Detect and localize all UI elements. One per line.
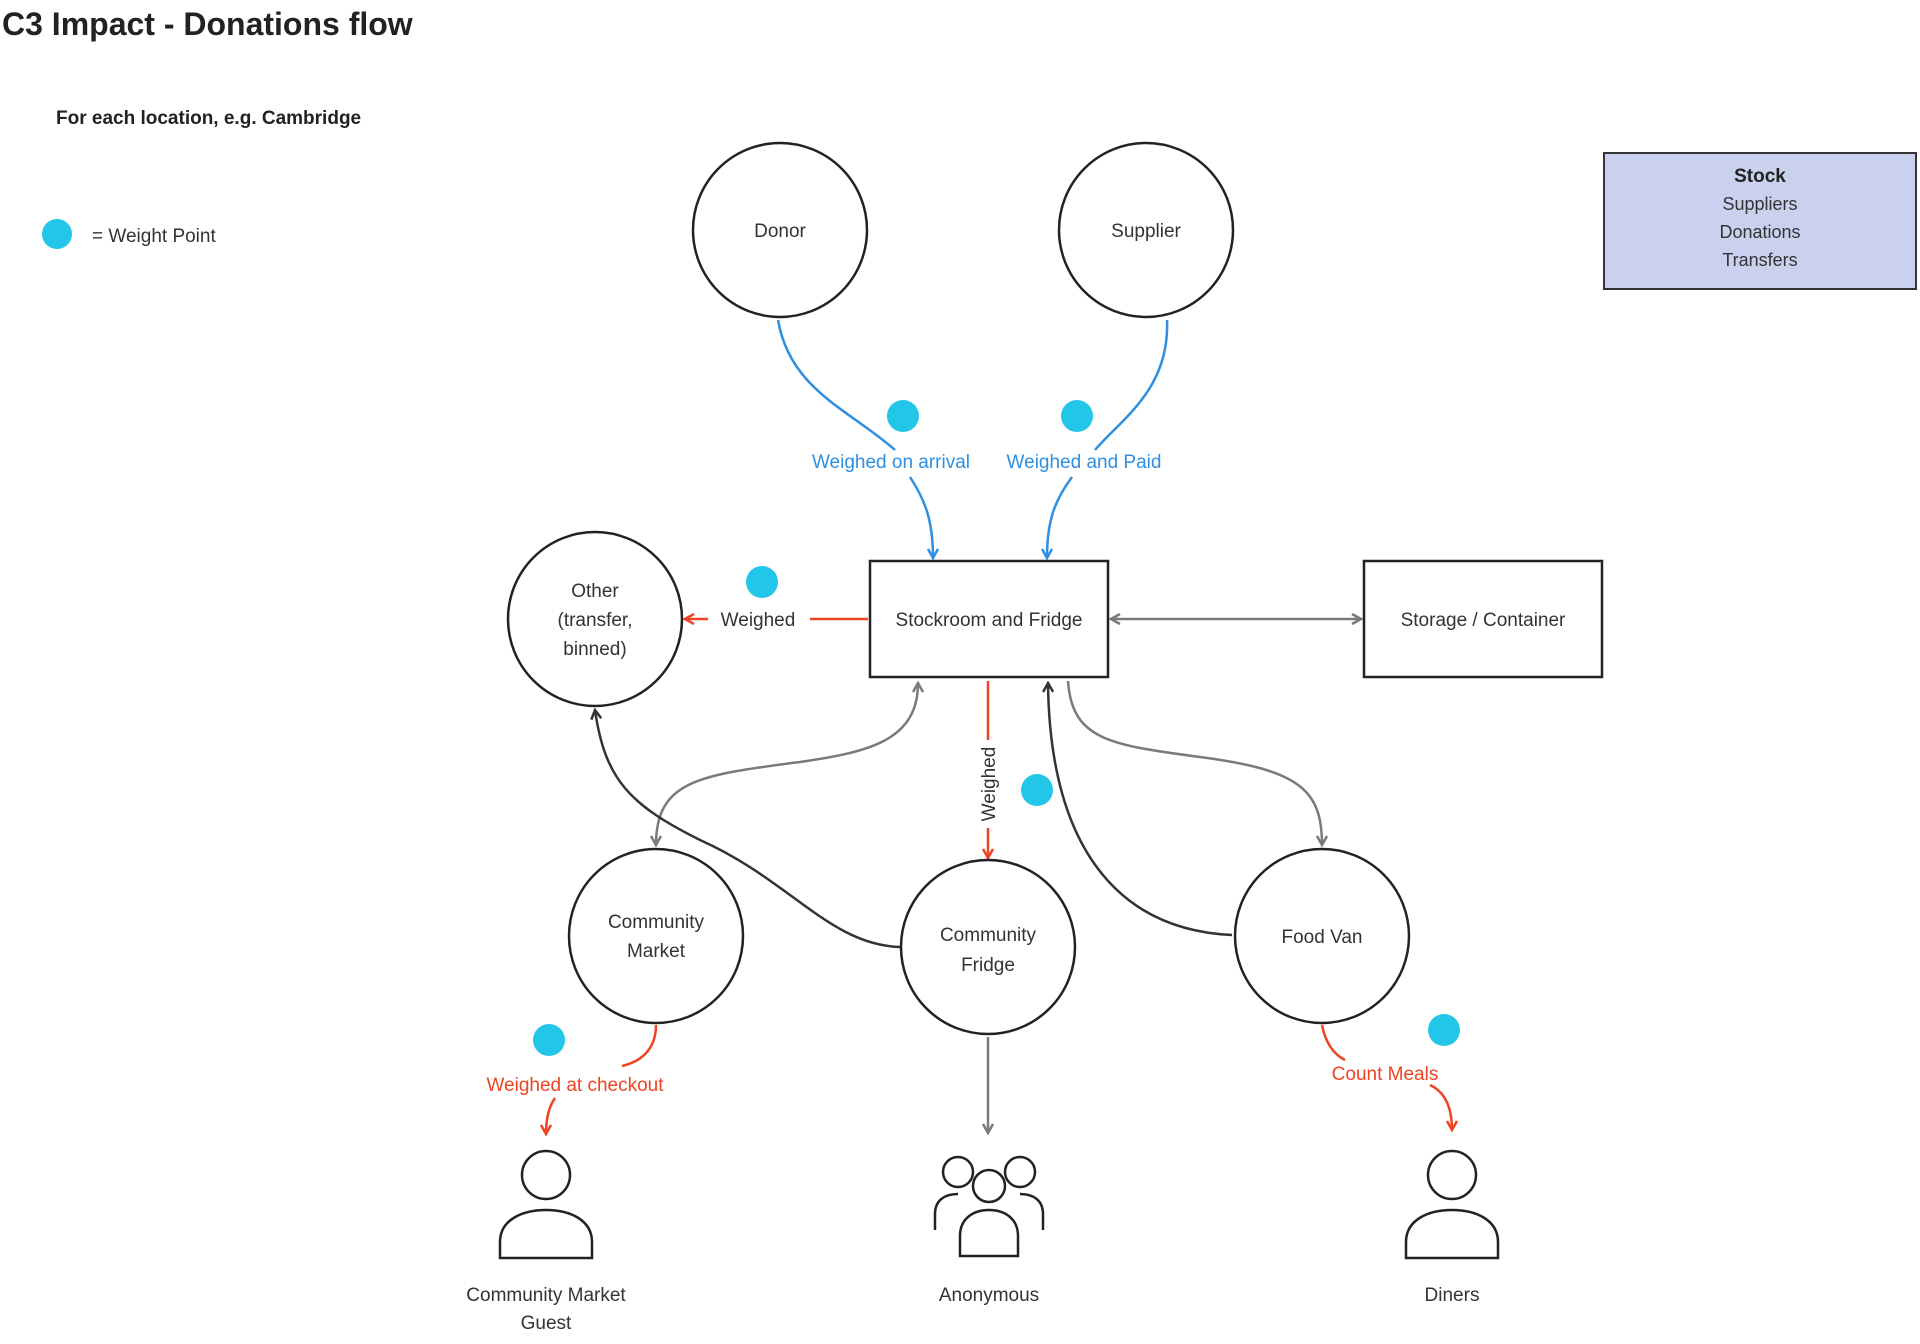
page-subtitle: For each location, e.g. Cambridge xyxy=(56,108,361,129)
edge-fridge-other xyxy=(595,710,901,949)
node-community-market-label: Community xyxy=(608,912,705,933)
weight-point xyxy=(1061,400,1093,432)
node-other xyxy=(506,530,684,708)
weight-point xyxy=(533,1024,565,1056)
weight-point xyxy=(887,400,919,432)
edge-label-weighed-fridge: Weighed xyxy=(979,747,1000,822)
node-other-label: Other xyxy=(571,581,619,602)
node-other-label: binned) xyxy=(563,639,626,660)
node-donor-label: Donor xyxy=(754,221,806,242)
edge-label-weighed-other: Weighed xyxy=(721,610,796,631)
node-stockroom xyxy=(868,559,1110,679)
edge-label-count-meals: Count Meals xyxy=(1332,1064,1439,1085)
edge-foodvan-diners xyxy=(1320,1024,1452,1130)
node-storage-label: Storage / Container xyxy=(1401,610,1566,631)
node-other-label: (transfer, xyxy=(558,610,633,631)
person-label-anonymous: Anonymous xyxy=(939,1285,1039,1306)
person-label-guest: Guest xyxy=(521,1313,572,1334)
person-label-guest: Community Market xyxy=(466,1285,626,1306)
group-icon xyxy=(933,1155,1045,1258)
edge-stockroom-market xyxy=(656,683,918,845)
stock-box-item: Suppliers xyxy=(1722,194,1797,214)
weight-point xyxy=(1021,774,1053,806)
node-food-van xyxy=(1233,847,1411,1025)
node-community-fridge-label: Community xyxy=(940,925,1037,946)
person-icon xyxy=(498,1149,594,1260)
person-label-diners: Diners xyxy=(1425,1285,1480,1306)
node-community-fridge xyxy=(899,858,1077,1036)
edge-stockroom-foodvan xyxy=(1066,680,1322,845)
edge-supplier-stockroom xyxy=(1047,319,1169,558)
stock-box xyxy=(1603,152,1917,290)
edge-label-weighed-and-paid: Weighed and Paid xyxy=(1007,452,1162,473)
node-supplier-label: Supplier xyxy=(1111,221,1181,242)
node-donor xyxy=(691,141,869,319)
stock-box-item: Donations xyxy=(1719,222,1800,242)
edge-market-guest xyxy=(546,1024,658,1134)
node-food-van-label: Food Van xyxy=(1282,927,1363,948)
stock-box-item: Transfers xyxy=(1722,250,1797,270)
node-community-market xyxy=(567,847,745,1025)
node-community-fridge-label: Fridge xyxy=(961,955,1015,976)
page-title: C3 Impact - Donations flow xyxy=(2,6,413,42)
node-storage xyxy=(1362,559,1604,679)
legend-label: = Weight Point xyxy=(92,226,216,247)
edge-foodvan-stockroom xyxy=(1048,683,1233,937)
weight-point xyxy=(1428,1014,1460,1046)
edge-donor-stockroom xyxy=(776,319,933,558)
edge-label-weighed-at-checkout: Weighed at checkout xyxy=(486,1075,664,1096)
person-icon xyxy=(1404,1149,1500,1260)
edge-label-weighed-on-arrival: Weighed on arrival xyxy=(812,452,970,473)
node-community-market-label: Market xyxy=(627,941,686,962)
legend-weight-point xyxy=(42,219,72,249)
stock-box-title: Stock xyxy=(1734,166,1786,187)
node-stockroom-label: Stockroom and Fridge xyxy=(896,610,1083,631)
node-supplier xyxy=(1057,141,1235,319)
weight-point xyxy=(746,566,778,598)
